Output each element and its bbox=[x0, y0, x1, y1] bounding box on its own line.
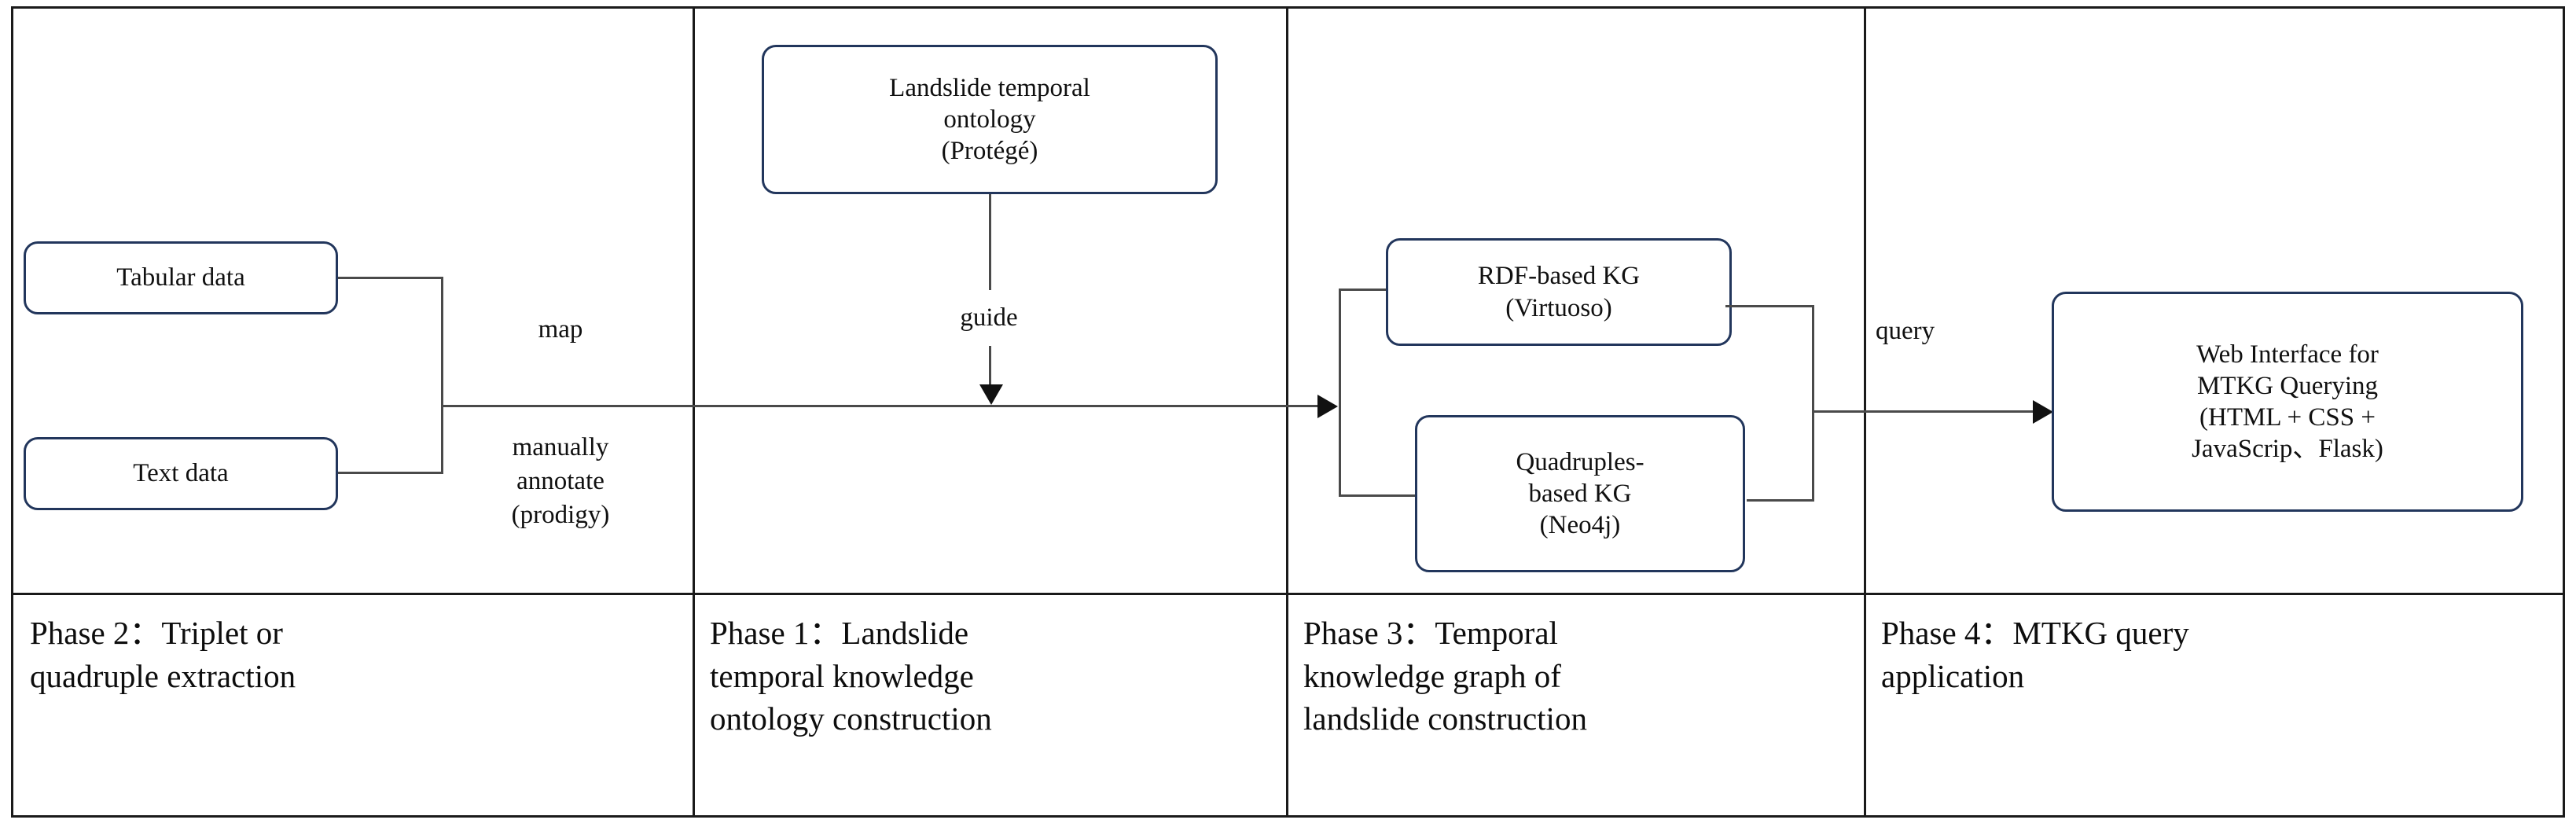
connector-query-spine bbox=[1812, 410, 2048, 413]
column-divider-2 bbox=[1286, 6, 1288, 818]
node-landslide-temporal-ontology[interactable]: Landslide temporal ontology (Protégé) bbox=[762, 45, 1218, 194]
arrowhead-into-kg bbox=[1317, 395, 1338, 418]
phase-caption-4: Phase 4：MTKG query application bbox=[1881, 615, 2189, 694]
connector-kg-left-bracket bbox=[1339, 289, 1341, 497]
edge-label-query: query bbox=[1876, 317, 1935, 345]
phase-caption-3: Phase 3：Temporal knowledge graph of land… bbox=[1303, 615, 1587, 737]
connector-guide-upper bbox=[989, 194, 991, 290]
caption-separator bbox=[11, 593, 2565, 595]
arrowhead-guide bbox=[979, 384, 1003, 405]
node-text-data-label: Text data bbox=[133, 459, 229, 488]
node-rdf-based-kg-label: RDF-based KG (Virtuoso) bbox=[1477, 262, 1641, 322]
connector-kg-left-top bbox=[1339, 289, 1394, 291]
edge-label-manually-annotate: manually annotate (prodigy) bbox=[511, 433, 610, 529]
connector-kg-right-top bbox=[1725, 305, 1814, 307]
node-quadruples-based-kg-label: Quadruples- based KG (Neo4j) bbox=[1516, 447, 1644, 540]
node-ontology-label: Landslide temporal ontology (Protégé) bbox=[889, 73, 1090, 166]
node-web-interface[interactable]: Web Interface for MTKG Querying (HTML + … bbox=[2052, 292, 2523, 512]
node-rdf-based-kg[interactable]: RDF-based KG (Virtuoso) bbox=[1386, 238, 1732, 346]
node-quadruples-based-kg[interactable]: Quadruples- based KG (Neo4j) bbox=[1415, 415, 1745, 572]
connector-source-join bbox=[441, 277, 443, 474]
edge-label-guide: guide bbox=[960, 303, 1018, 332]
node-tabular-data-label: Tabular data bbox=[116, 263, 245, 292]
phase-caption-1: Phase 1：Landslide temporal knowledge ont… bbox=[710, 615, 992, 737]
connector-kg-left-bottom bbox=[1339, 494, 1425, 497]
column-divider-1 bbox=[693, 6, 695, 818]
node-tabular-data[interactable]: Tabular data bbox=[24, 241, 338, 314]
connector-map-spine bbox=[441, 405, 1325, 407]
edge-label-map: map bbox=[538, 315, 583, 344]
node-text-data[interactable]: Text data bbox=[24, 437, 338, 510]
arrowhead-into-web-interface bbox=[2033, 400, 2053, 424]
connector-guide-lower bbox=[989, 346, 991, 387]
connector-tabular-stub bbox=[338, 277, 443, 279]
phase-caption-2: Phase 2：Triplet or quadruple extraction bbox=[30, 615, 296, 694]
connector-text-stub bbox=[338, 472, 443, 474]
connector-kg-right-bottom bbox=[1747, 499, 1814, 502]
connector-kg-right-bracket bbox=[1812, 305, 1814, 502]
node-web-interface-label: Web Interface for MTKG Querying (HTML + … bbox=[2192, 340, 2383, 464]
